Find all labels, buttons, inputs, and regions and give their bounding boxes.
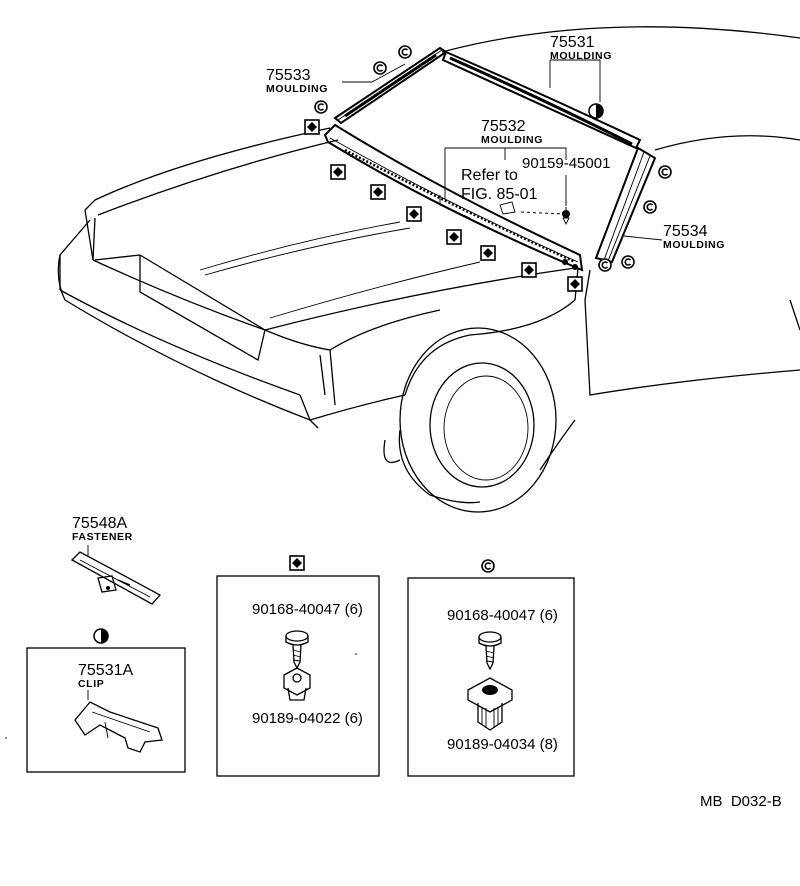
figure-reference-line1: Refer to: [461, 167, 518, 184]
part-75534-number: 75534: [663, 223, 708, 240]
fastener-75548a-part: [70, 545, 162, 605]
part-75531-name: MOULDING: [550, 50, 612, 62]
part-75548a-number: 75548A: [72, 515, 127, 532]
moulding-75533-part: [333, 46, 448, 125]
diagram-code: MB D032-B: [700, 793, 782, 810]
part-75534-name: MOULDING: [663, 239, 725, 251]
circle-c-symbol: [658, 165, 672, 179]
half-circle-symbol: [93, 628, 109, 644]
bolt-90159-part: [499, 175, 570, 226]
clip-75531a-part: [74, 690, 163, 753]
circle-c-symbol: [398, 45, 412, 59]
diamond-symbol: [304, 119, 320, 135]
moulding-75534-part: [594, 146, 657, 264]
car-body-outline: [57, 26, 800, 513]
diamond-symbol: [521, 262, 537, 278]
diamond-symbol: [406, 206, 422, 222]
diamond-symbol: [330, 164, 346, 180]
screw-90168-part: [285, 630, 309, 670]
clip-box-frame: [26, 647, 186, 773]
nut-90189-04022-part: [283, 667, 311, 701]
circle-box-frame: [407, 577, 575, 777]
diamond-nut-part-number: 90189-04022 (6): [252, 710, 363, 727]
circle-c-symbol: [643, 200, 657, 214]
part-75533-name: MOULDING: [266, 83, 328, 95]
part-75531a-name: CLIP: [78, 678, 104, 690]
circle-c-symbol: [598, 258, 612, 272]
half-circle-symbol: [588, 103, 604, 119]
part-75532-name: MOULDING: [481, 134, 543, 146]
diamond-symbol: [446, 229, 462, 245]
part-75531a-number: 75531A: [78, 662, 133, 679]
part-75548a-name: FASTENER: [72, 531, 133, 543]
diamond-symbol: [567, 276, 583, 292]
circle-nut-part-number: 90189-04034 (8): [447, 736, 558, 753]
diamond-symbol: [289, 555, 305, 571]
moulding-75531-part: [441, 50, 642, 150]
part-75532-number: 75532: [481, 118, 526, 135]
nut-90189-04034-part: [467, 677, 513, 731]
circle-c-symbol: [481, 559, 495, 573]
part-75531-number: 75531: [550, 34, 595, 51]
screw-90168-part: [478, 631, 502, 671]
diamond-screw-part-number: 90168-40047 (6): [252, 601, 363, 618]
part-75533-number: 75533: [266, 67, 311, 84]
diamond-box-frame: [216, 575, 380, 777]
part-90159-number: 90159-45001: [522, 155, 610, 172]
circle-screw-part-number: 90168-40047 (6): [447, 607, 558, 624]
circle-c-symbol: [621, 255, 635, 269]
diamond-symbol: [480, 245, 496, 261]
circle-c-symbol: [373, 61, 387, 75]
figure-reference-line2: FIG. 85-01: [461, 186, 538, 203]
leader-lines: [342, 59, 663, 241]
diamond-symbol: [370, 184, 386, 200]
circle-c-symbol: [314, 100, 328, 114]
moulding-75532-part: [323, 123, 584, 272]
